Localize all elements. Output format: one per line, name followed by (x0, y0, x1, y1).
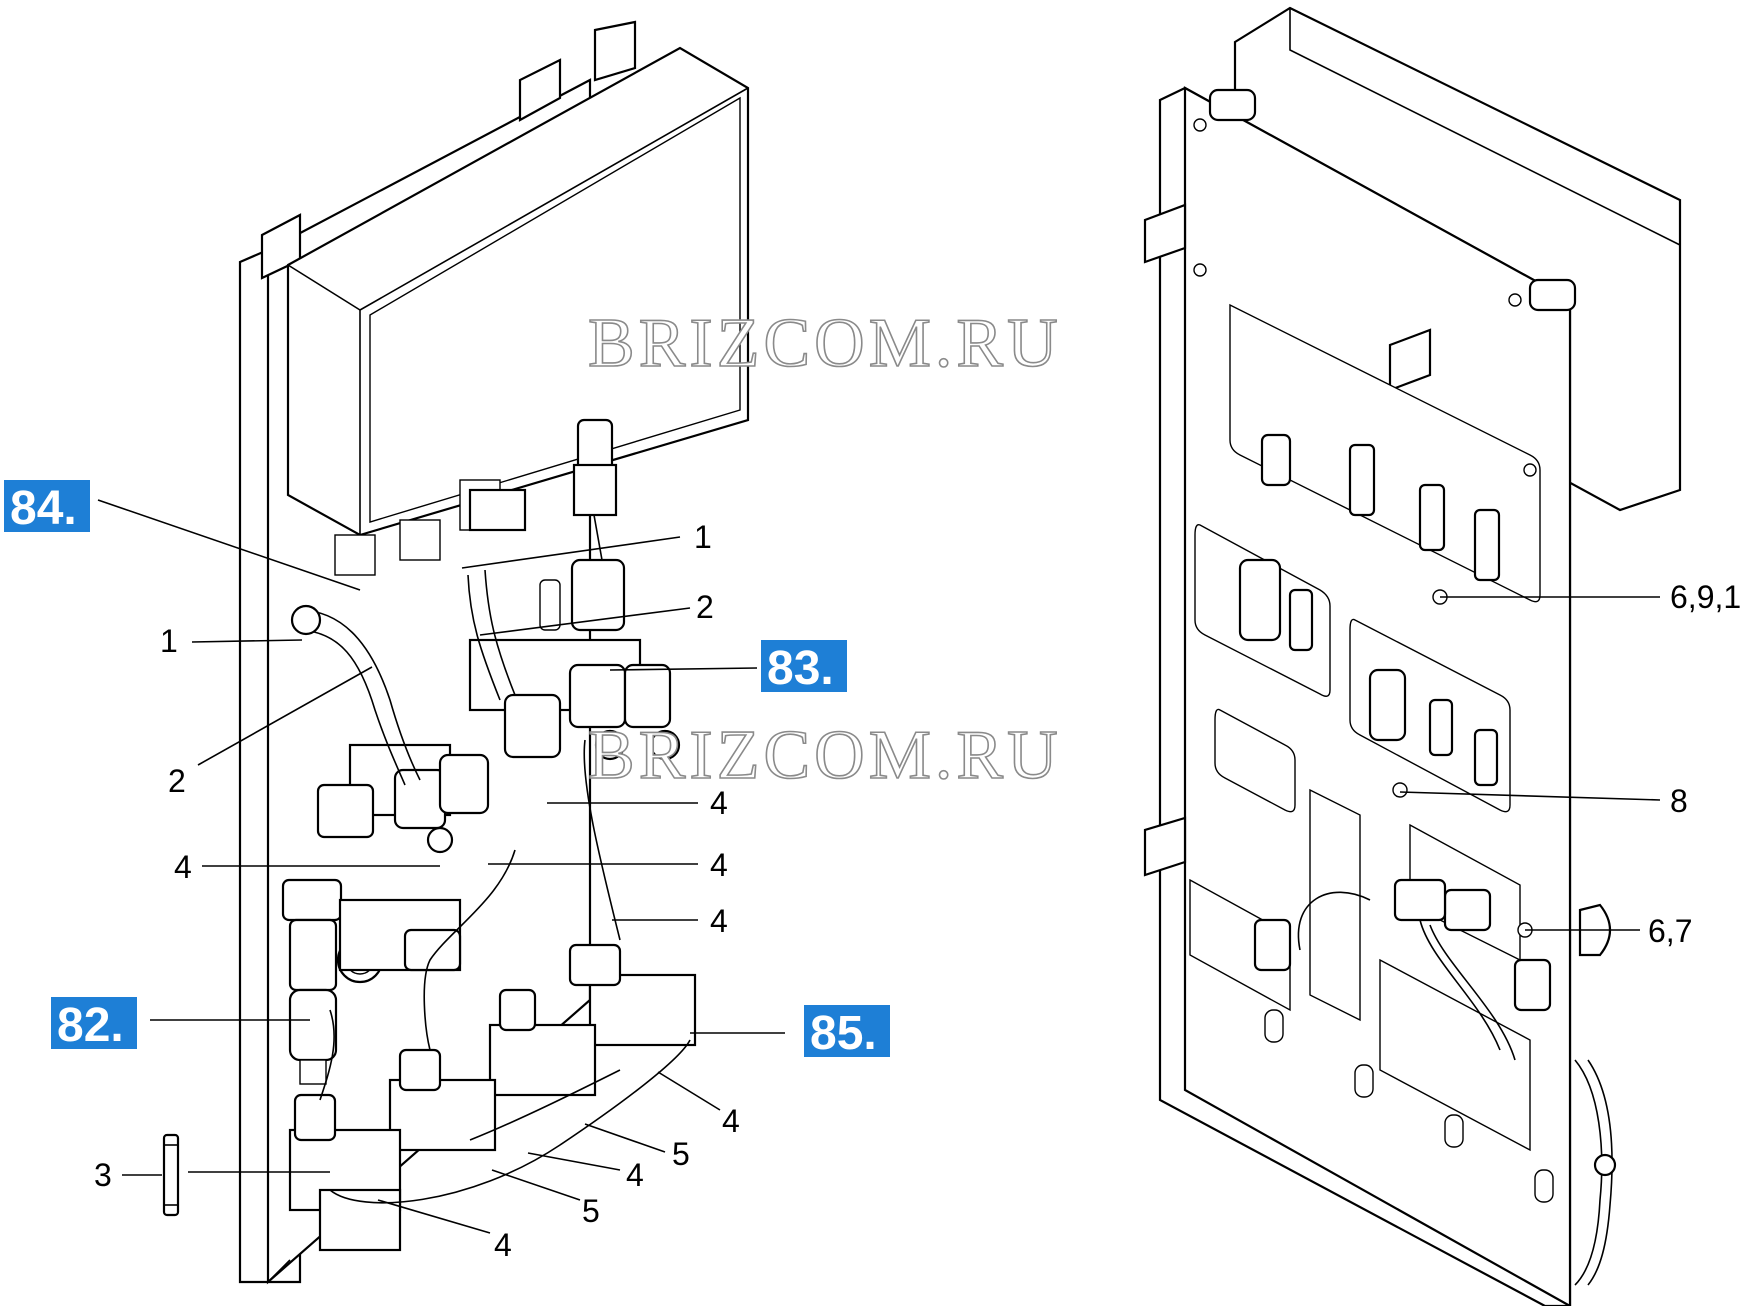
callout-4-b: 4 (174, 849, 192, 885)
callout-6-9-10: 6,9,10 (1670, 579, 1741, 615)
callout-4-g: 4 (494, 1227, 512, 1263)
callout-1-left: 1 (160, 623, 178, 659)
badge-84: 84. (4, 480, 90, 535)
callout-1-upper: 1 (694, 519, 712, 555)
callout-2-upper: 2 (696, 589, 714, 625)
badge-82: 82. (51, 997, 137, 1052)
watermark-text-upper: BRIZCOM.RU (588, 305, 1062, 382)
rear-view-assembly (1143, 6, 1682, 1306)
badge-83: 83. (761, 640, 847, 695)
watermark-text-lower: BRIZCOM.RU (588, 717, 1062, 794)
callout-5-b: 5 (582, 1193, 600, 1229)
callout-4-c: 4 (710, 847, 728, 883)
badge-85: 85. (804, 1005, 890, 1060)
callout-6-7: 6,7 (1648, 913, 1692, 949)
callout-4-d: 4 (710, 903, 728, 939)
callout-4-e: 4 (722, 1103, 740, 1139)
badge-84-text: 84. (10, 482, 77, 535)
callout-3: 3 (94, 1157, 112, 1193)
callout-2-left: 2 (168, 763, 186, 799)
callout-labels: 1 2 1 2 4 4 4 4 4 4 4 5 5 3 6,9,10 8 6,7 (94, 519, 1741, 1263)
callout-5-a: 5 (672, 1136, 690, 1172)
callout-8: 8 (1670, 783, 1688, 819)
badge-83-text: 83. (767, 642, 834, 695)
badge-85-text: 85. (810, 1007, 877, 1060)
front-view-assembly (162, 20, 750, 1285)
callout-4-f: 4 (626, 1157, 644, 1193)
badge-82-text: 82. (57, 999, 124, 1052)
callout-4-a: 4 (710, 785, 728, 821)
leader-lines (97, 499, 1661, 1234)
